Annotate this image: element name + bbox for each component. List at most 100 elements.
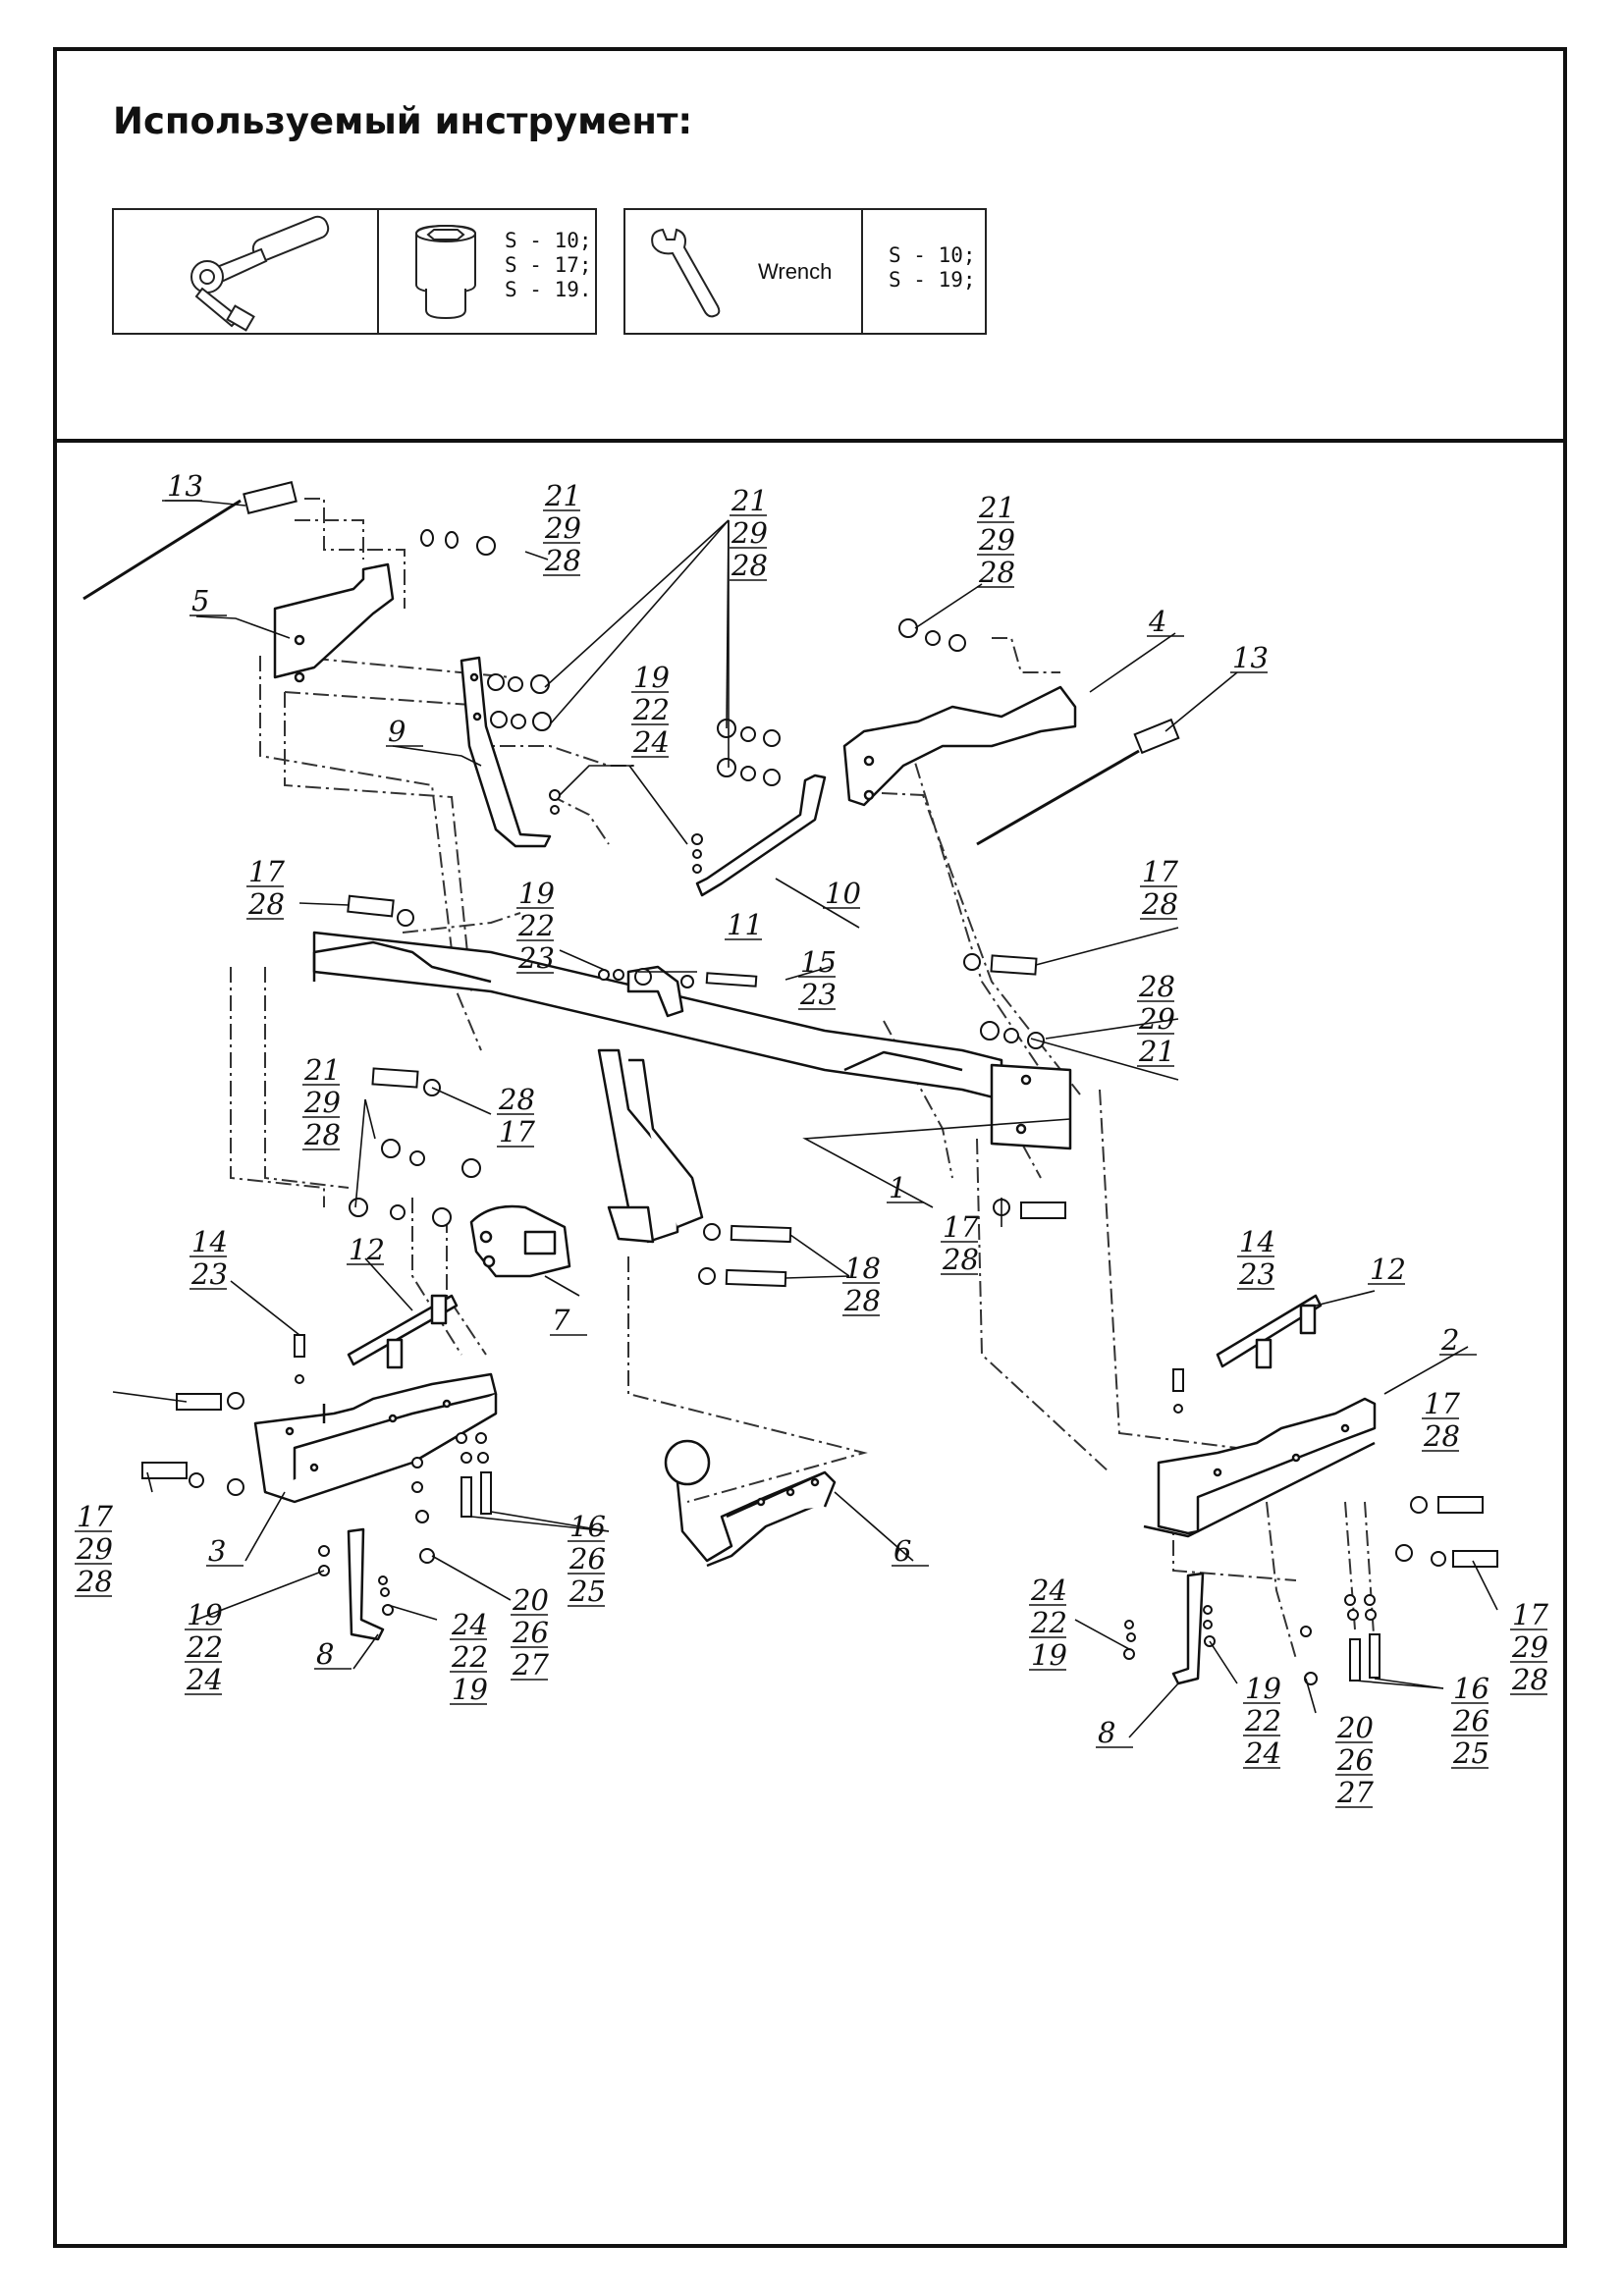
callout-number: 21 [978,491,1015,524]
callout-number: 24 [451,1608,488,1641]
part-drop-plates [597,1048,704,1244]
wrench-sizes: S - 10; S - 19; [889,243,976,293]
callout-number: 19 [452,1673,488,1706]
callout-c10: 10 [823,877,861,910]
callout-c12b: 12 [1368,1253,1406,1286]
callout-number: 4 [1148,605,1166,638]
callout-number: 24 [632,725,670,759]
callout-number: 27 [1336,1776,1374,1809]
callout-c8b: 8 [1096,1716,1133,1749]
callout-number: 24 [1030,1574,1067,1607]
callout-c12a: 12 [347,1233,385,1266]
callout-number: 16 [569,1510,606,1543]
callout-c4: 4 [1147,605,1184,638]
callout-number: 21 [303,1053,341,1087]
callout-number: 28 [1423,1419,1460,1453]
callout-number: 28 [247,887,285,921]
callout-number: 12 [349,1233,385,1266]
callout-number: 1 [889,1171,906,1204]
callout-c1: 1 [887,1171,924,1204]
callout-number: 21 [544,479,581,512]
callout-number: 28 [76,1565,113,1598]
callout-number: 12 [1370,1253,1406,1286]
callout-number: 19 [1245,1672,1281,1705]
section-divider [53,439,1567,443]
callout-number: 22 [632,693,670,726]
callout-c11: 11 [725,908,763,941]
part-bracket-4 [842,685,1077,807]
ratchet-icon [190,215,330,332]
part-bracket-8-left [347,1527,385,1641]
callout-number: 29 [1511,1630,1548,1664]
wrench-size-10: S - 10; [889,243,976,267]
callout-c2: 2 [1439,1323,1477,1357]
callout-number: 19 [518,877,555,910]
tool-table-ratchet: S - 10; S - 17; S - 19. [112,208,597,335]
tools-heading: Используемый инструмент: [113,100,693,142]
callout-number: 24 [1244,1736,1281,1770]
wires [82,499,1140,846]
callout-number: 23 [517,941,555,975]
callout-number: 20 [1336,1711,1374,1744]
callout-number: 28 [1511,1663,1548,1696]
callout-number: 23 [799,978,837,1011]
callout-number: 9 [388,715,406,748]
callout-number: 8 [1098,1716,1115,1749]
callout-number: 7 [552,1304,570,1337]
callout-number: 17 [1142,855,1178,888]
callout-number: 16 [1453,1672,1489,1705]
callout-number: 28 [843,1284,881,1317]
socket-size-10: S - 10; [505,229,592,252]
callout-number: 28 [303,1118,341,1151]
callout-number: 13 [1232,641,1269,674]
part-bracket-9 [460,656,552,848]
callout-number: 17 [1512,1598,1548,1631]
socket-size-19: S - 19. [505,278,592,301]
leader-lines [112,500,1498,1738]
ratchet-cell [114,210,379,333]
wrench-cell: Wrench [625,210,863,333]
page-frame [53,47,1567,2248]
callout-number: 10 [825,877,861,910]
wrench-label: Wrench [758,259,833,284]
callout-number: 14 [1239,1225,1275,1258]
callout-number: 28 [942,1243,979,1276]
callout-number: 20 [512,1583,549,1617]
callout-number: 29 [303,1086,341,1119]
socket-size-17: S - 17; [505,253,592,277]
callout-number: 29 [1138,1002,1175,1036]
callout-c13a: 13 [165,469,203,503]
socket-icon [415,224,476,320]
center-lines [230,498,1376,1660]
callout-number: 17 [248,855,285,888]
callout-number: 22 [186,1630,223,1664]
callout-c9: 9 [386,715,423,748]
callout-number: 28 [1141,887,1178,921]
tool-table-wrench: Wrench S - 10; S - 19; [623,208,987,335]
callout-number: 26 [568,1542,606,1575]
part-socket-plate [469,1204,571,1278]
part-side-plate-2 [1143,1397,1377,1538]
callout-number: 14 [191,1225,228,1258]
callout-number: 26 [1336,1743,1374,1777]
callout-number: 11 [727,908,763,941]
callout-c8a: 8 [314,1637,352,1671]
callout-c13b: 13 [1230,641,1269,674]
callout-number: 18 [844,1252,881,1285]
